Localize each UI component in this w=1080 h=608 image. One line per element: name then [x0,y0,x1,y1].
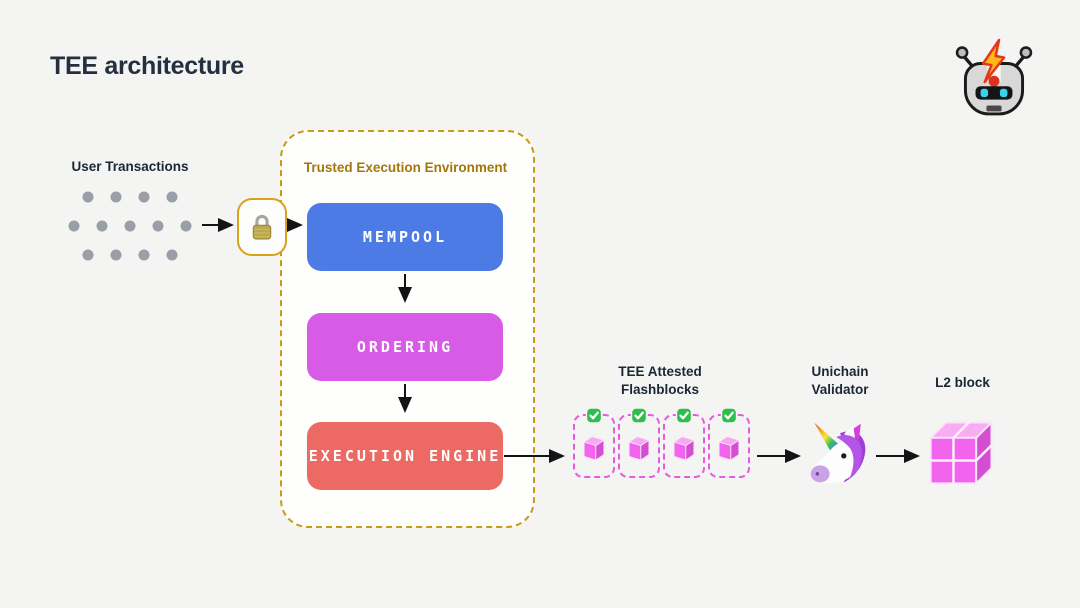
block-cube-icon [929,421,993,485]
check-badge-icon [630,407,648,424]
mempool-node: MEMPOOL [307,203,503,271]
execution-engine-label: EXECUTION ENGINE [308,447,502,465]
l2-block-label: L2 block [935,375,990,390]
validator-label: Unichain Validator [760,363,920,399]
flashblocks-label-line1: TEE Attested [618,364,702,379]
encryption-lock-badge [237,198,287,256]
validator-label-line2: Validator [811,382,869,397]
pink-cube-icon [718,436,740,461]
check-badge-icon [720,407,738,424]
lock-icon [252,214,272,240]
tee-container-label: Trusted Execution Environment [303,160,508,175]
check-badge-icon [675,407,693,424]
flashblocks-label-line2: Flashblocks [620,382,700,397]
flashblocks-label: TEE Attested Flashblocks [580,363,740,399]
ordering-label: ORDERING [356,338,454,356]
unicorn-icon [810,422,866,484]
flashblocks-row [573,407,750,478]
flashblock [573,407,615,478]
flashblock [663,407,705,478]
mempool-label: MEMPOOL [362,228,448,246]
ordering-node: ORDERING [307,313,503,381]
flashblock [708,407,750,478]
page-title: TEE architecture [50,52,244,80]
user-transactions-label: User Transactions [71,159,189,174]
robot-lightning-icon [955,38,1033,116]
pink-cube-icon [583,436,605,461]
flashblock [618,407,660,478]
pink-cube-icon [673,436,695,461]
validator-label-line1: Unichain [811,364,869,379]
pink-cube-icon [628,436,650,461]
execution-engine-node: EXECUTION ENGINE [307,422,503,490]
check-badge-icon [585,407,603,424]
transaction-dots [68,191,192,261]
